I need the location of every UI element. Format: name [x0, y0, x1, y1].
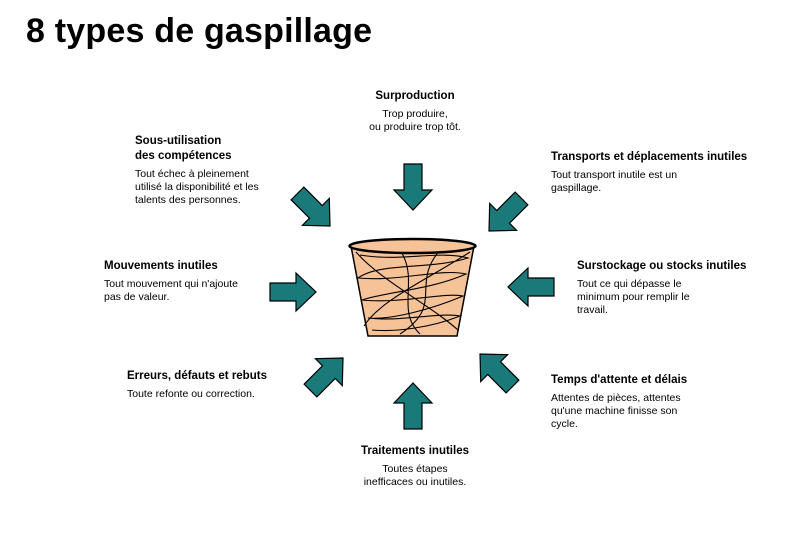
waste-description: Tout mouvement qui n'ajoute pas de valeu… — [104, 278, 238, 303]
waste-sous-utilisation: Sous-utilisation des compétences Tout éc… — [135, 134, 295, 207]
waste-surproduction: Surproduction Trop produire, ou produire… — [340, 89, 490, 134]
waste-description: Toute refonte ou correction. — [127, 388, 255, 400]
waste-description: Tout transport inutile est un gaspillage… — [551, 169, 678, 194]
waste-description: Toutes étapes inefficaces ou inutiles. — [363, 463, 467, 488]
waste-mouvements: Mouvements inutiles Tout mouvement qui n… — [104, 259, 274, 304]
waste-heading: Surproduction — [375, 90, 455, 102]
basket-scribble — [355, 249, 471, 335]
arrow-surproduction — [393, 163, 433, 211]
waste-heading: Erreurs, défauts et rebuts — [127, 370, 267, 382]
arrow-surstockage — [507, 267, 555, 307]
arrow-traitements — [393, 382, 433, 430]
waste-heading: Sous-utilisation des compétences — [135, 135, 232, 162]
arrow-sous-utilisation — [283, 179, 345, 241]
page-title: 8 types de gaspillage — [26, 12, 373, 50]
waste-heading: Mouvements inutiles — [104, 260, 218, 272]
waste-surstockage: Surstockage ou stocks inutiles Tout ce q… — [577, 259, 787, 317]
waste-heading: Traitements inutiles — [360, 445, 469, 457]
arrow-attente — [465, 339, 527, 401]
waste-transports: Transports et déplacements inutiles Tout… — [551, 150, 791, 195]
basket-body — [350, 245, 475, 337]
waste-heading: Transports et déplacements inutiles — [551, 151, 748, 163]
waste-description: Tout ce qui dépasse le minimum pour remp… — [577, 278, 690, 316]
waste-heading: Temps d'attente et délais — [551, 374, 688, 386]
waste-description: Attentes de pièces, attentes qu'une mach… — [551, 392, 681, 430]
arrow-erreurs — [296, 343, 358, 405]
basket-rim — [348, 237, 477, 255]
arrow-transports — [474, 184, 536, 246]
waste-description: Tout échec à pleinement utilisé la dispo… — [135, 168, 259, 206]
arrow-mouvements — [269, 272, 317, 312]
waste-heading: Surstockage ou stocks inutiles — [577, 260, 747, 272]
waste-traitements: Traitements inutiles Toutes étapes ineff… — [330, 444, 500, 489]
waste-erreurs: Erreurs, défauts et rebuts Toute refonte… — [127, 369, 307, 401]
waste-description: Trop produire, ou produire trop tôt. — [369, 108, 461, 133]
waste-attente: Temps d'attente et délais Attentes de pi… — [551, 373, 751, 431]
wastebasket-icon — [348, 237, 477, 337]
